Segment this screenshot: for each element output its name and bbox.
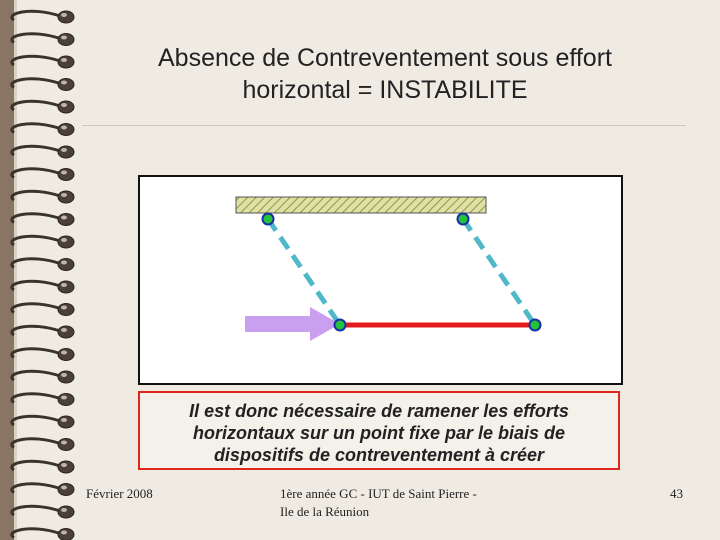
- title-line-2: horizontal = INSTABILITE: [242, 76, 528, 104]
- callout-line-3: dispositifs de contreventement à créer: [213, 445, 545, 465]
- strut-right: [460, 217, 538, 327]
- force-arrow-icon: [245, 307, 340, 341]
- hinge-icon: [456, 212, 470, 226]
- title-divider: [82, 125, 686, 126]
- footer-course-line-2: Ile de la Réunion: [280, 504, 370, 519]
- hinge-icon: [528, 318, 542, 332]
- title-line-1: Absence de Contreventement sous effort: [158, 44, 612, 72]
- strut-left: [265, 217, 343, 327]
- footer-course-line-1: 1ère année GC - IUT de Saint Pierre -: [280, 486, 477, 501]
- fixed-support: [235, 196, 487, 214]
- callout-line-1: Il est donc nécessaire de ramener les ef…: [189, 401, 569, 421]
- hinge-icon: [333, 318, 347, 332]
- hinge-icon: [261, 212, 275, 226]
- conclusion-callout: Il est donc nécessaire de ramener les ef…: [138, 391, 620, 470]
- footer-date: Février 2008: [86, 486, 153, 501]
- callout-line-2: horizontaux sur un point fixe par le bia…: [192, 423, 566, 443]
- mechanism-diagram: [138, 175, 623, 385]
- slide-title: Absence de Contreventement sous effort h…: [90, 42, 680, 106]
- footer-course: 1ère année GC - IUT de Saint Pierre - Il…: [280, 485, 520, 521]
- spiral-binding-icon: [10, 9, 75, 540]
- page-number: 43: [670, 486, 683, 501]
